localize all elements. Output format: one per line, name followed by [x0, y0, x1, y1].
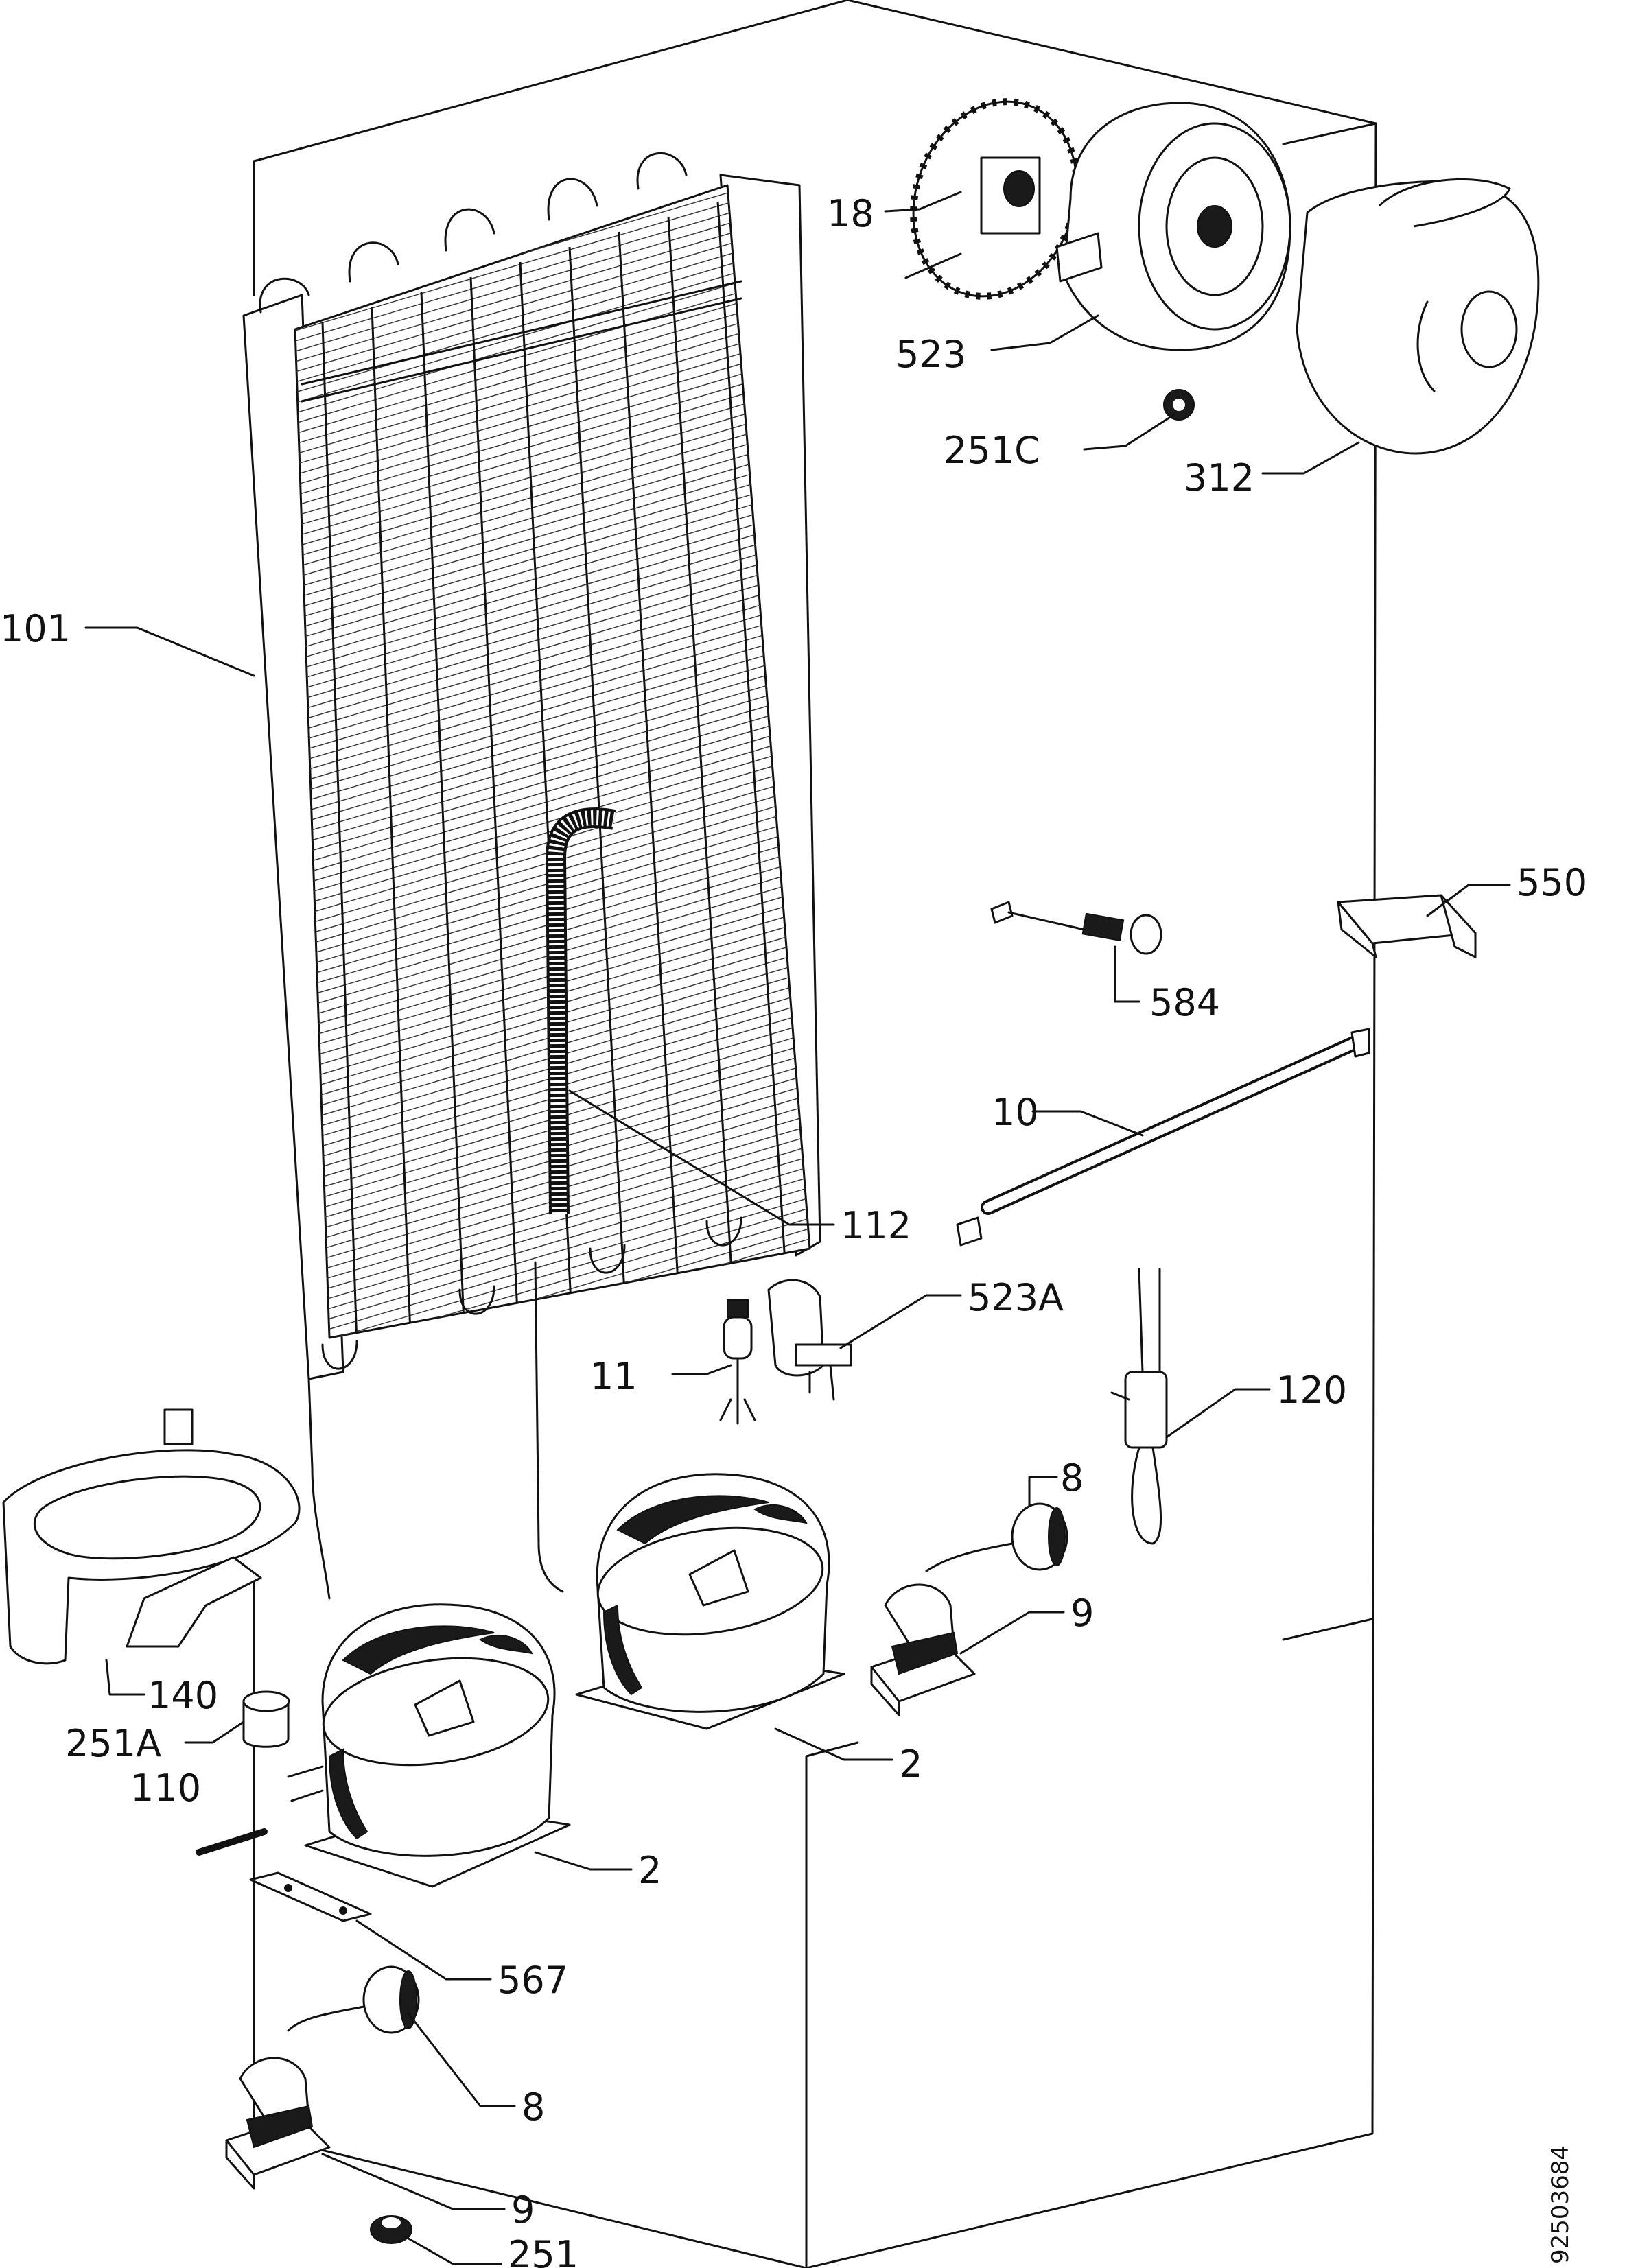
nut-251c: [1163, 389, 1195, 421]
label-11: 11: [590, 1355, 637, 1398]
part-labels: 18 523 251C 312 101 550 584 10 112 523A …: [0, 192, 1587, 2268]
overload-8-upper: [925, 1502, 1068, 1572]
label-8-lower: 8: [522, 2086, 545, 2129]
capillary-seal-120: [1110, 1268, 1168, 1545]
thermostat-11: [719, 1299, 756, 1425]
label-312: 312: [1184, 456, 1254, 499]
label-120: 120: [1276, 1369, 1347, 1412]
compressor-left-2: [287, 1603, 571, 1888]
label-2-left: 2: [638, 1849, 662, 1892]
label-2-right: 2: [899, 1743, 922, 1786]
label-523: 523: [896, 333, 966, 376]
label-251: 251: [508, 2233, 578, 2268]
label-101: 101: [0, 607, 71, 650]
label-584: 584: [1149, 981, 1220, 1024]
label-567: 567: [498, 1959, 568, 2002]
heater-10: [956, 1028, 1370, 1247]
relay-523a: [767, 1279, 852, 1401]
label-140: 140: [148, 1674, 218, 1717]
compressor-right-2: [575, 1473, 845, 1730]
thermal-fuse-584: [990, 901, 1162, 955]
bushing-251a: [242, 1690, 290, 1748]
condenser-101: [242, 152, 821, 1600]
label-110: 110: [130, 1767, 201, 1810]
label-10: 10: [992, 1091, 1039, 1134]
drain-tray-140: [2, 1408, 301, 1665]
plate-567: [249, 1871, 372, 1922]
pin-110: [196, 1828, 268, 1856]
clip-550: [1337, 894, 1477, 958]
grommet-251: [370, 2215, 412, 2244]
label-112: 112: [841, 1204, 911, 1247]
drawing-code: 92503684: [1547, 2145, 1574, 2264]
motor-shroud-312: [1296, 178, 1540, 455]
label-9-lower: 9: [511, 2188, 535, 2232]
cabinet-outline: [253, 0, 1377, 2268]
overload-8-lower: [287, 1965, 420, 2034]
label-251c: 251C: [944, 429, 1040, 472]
label-9-upper: 9: [1070, 1592, 1094, 1635]
label-550: 550: [1517, 861, 1587, 904]
label-251a: 251A: [65, 1722, 161, 1765]
fan-housing-523: [1055, 102, 1291, 351]
label-18: 18: [827, 192, 874, 235]
leader-lines: [84, 191, 1511, 2265]
relay-bracket-9-lower: [225, 2057, 331, 2190]
label-523a: 523A: [968, 1276, 1064, 1319]
relay-bracket-9-upper: [870, 1583, 976, 1716]
label-8-upper: 8: [1060, 1456, 1084, 1500]
